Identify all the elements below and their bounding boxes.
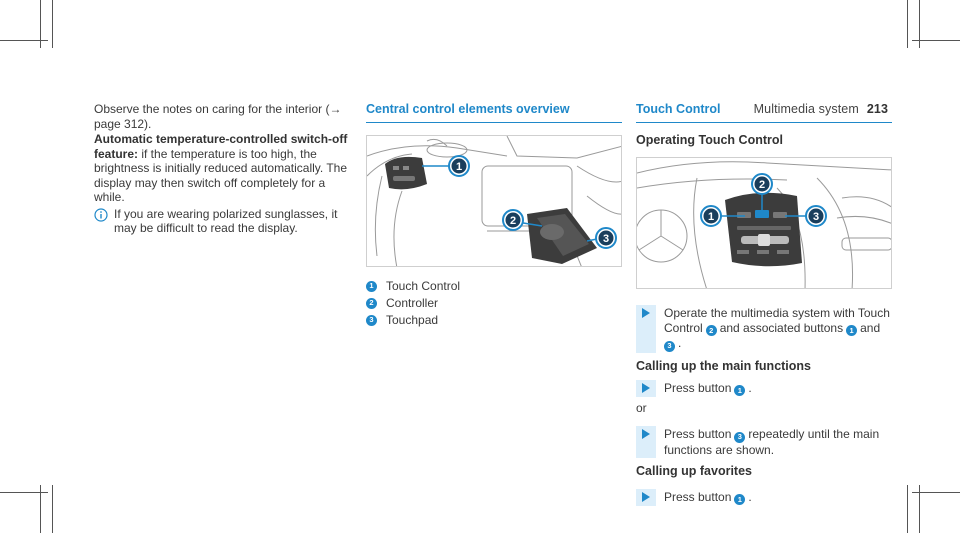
- inline-number: 1: [734, 385, 746, 397]
- intro-text: Observe the notes on caring for the inte…: [94, 102, 342, 131]
- crop-mark: [52, 0, 53, 48]
- inline-number: 1: [734, 494, 746, 506]
- legend-item: 1 Touch Control: [366, 278, 622, 295]
- legend-item: 2 Controller: [366, 295, 622, 312]
- step-text-part: Press button: [664, 489, 732, 504]
- crop-mark: [0, 492, 48, 493]
- crop-mark: [0, 40, 48, 41]
- crop-mark: [40, 485, 41, 533]
- crop-mark: [907, 0, 908, 48]
- header-section: Multimedia system: [753, 102, 859, 116]
- figure-central-controls: 1 2 3: [366, 134, 622, 267]
- legend-number: 3: [366, 314, 377, 326]
- step-bar: [636, 305, 656, 353]
- legend-label: Controller: [386, 295, 439, 310]
- step-text-part: .: [748, 489, 752, 504]
- legend-label: Touchpad: [386, 312, 439, 327]
- step-text-part: Operate the multimedia system with Touch…: [664, 306, 890, 335]
- step-text-part: and: [860, 320, 881, 335]
- section-title-overview: Central control elements overview: [366, 102, 622, 123]
- section-title-touch-control: Touch Control: [636, 102, 892, 123]
- auto-switch-off-text: if the temperature is too high, the brig…: [94, 146, 348, 205]
- central-controls-illustration: 1 2 3: [367, 135, 621, 266]
- figure-touch-control: 1 2 3: [636, 157, 892, 289]
- legend-list: 1 Touch Control 2 Controller 3 Touchpad: [366, 278, 622, 329]
- step-text-part: .: [678, 336, 682, 351]
- callout-label: 2: [510, 215, 516, 227]
- crop-mark: [52, 485, 53, 533]
- callout-1: 1: [448, 154, 470, 177]
- legend-number: 2: [366, 297, 377, 309]
- auto-switch-off-label: Automatic temperature-controlled switch-…: [94, 132, 348, 161]
- step-text: Operate the multimedia system with Touch…: [664, 305, 892, 353]
- inline-number: 3: [664, 341, 675, 352]
- crop-mark: [907, 485, 908, 533]
- page-number: 213: [866, 102, 888, 116]
- callout-label: 1: [708, 211, 714, 223]
- step-text-part: repeatedly until the main functions are …: [664, 426, 880, 457]
- crop-mark: [40, 0, 41, 48]
- step-bar: [636, 379, 656, 398]
- note-text: If you are wearing polarized sunglasses,…: [114, 206, 338, 236]
- arrow-right-icon: [642, 428, 650, 439]
- crop-mark: [912, 492, 960, 493]
- callout-label: 1: [456, 161, 462, 173]
- step-bar: [636, 488, 656, 507]
- callout-3: 3: [595, 226, 617, 249]
- subtitle-operating: Operating Touch Control: [636, 132, 783, 147]
- subtitle-main-functions: Calling up the main functions: [636, 359, 811, 373]
- crop-mark: [919, 0, 920, 48]
- column-middle: Central control elements overview: [366, 102, 622, 329]
- column-right: Touch Control Operating Touch Control: [636, 102, 892, 507]
- callout-2: 2: [502, 208, 524, 231]
- callout-label: 2: [759, 179, 765, 191]
- legend-label: Touch Control: [386, 278, 461, 293]
- legend-item: 3 Touchpad: [366, 312, 622, 329]
- inline-number: 1: [846, 325, 858, 337]
- or-text: or: [636, 401, 647, 416]
- crop-mark: [912, 40, 960, 41]
- callout-label: 3: [603, 233, 609, 245]
- step-text-part: .: [748, 380, 752, 395]
- step-bar: [636, 425, 656, 458]
- step-text-part: and associated buttons: [719, 320, 844, 335]
- arrow-right-icon: [642, 491, 650, 502]
- step-operate: Operate the multimedia system with Touch…: [636, 305, 892, 353]
- touch-control-illustration: 1 2 3: [637, 161, 891, 288]
- callout-3: 3: [805, 205, 827, 227]
- arrow-right-icon: [642, 308, 650, 318]
- legend-number: 1: [366, 280, 377, 292]
- callout-1: 1: [700, 205, 722, 227]
- arrow-right-icon: [642, 382, 650, 393]
- running-header: Multimedia system 213: [754, 102, 888, 116]
- column-left: Observe the notes on caring for the inte…: [94, 102, 352, 236]
- callout-label: 3: [813, 211, 819, 223]
- callout-2: 2: [751, 173, 773, 195]
- inline-number: 3: [734, 431, 746, 443]
- subtitle-favorites: Calling up favorites: [636, 464, 752, 478]
- note-polarized: If you are wearing polarized sunglasses,…: [94, 207, 352, 236]
- auto-switch-off-paragraph: Automatic temperature-controlled switch-…: [94, 132, 352, 205]
- inline-number: 2: [705, 325, 717, 337]
- step-text-part: Press button: [664, 426, 732, 441]
- step-text-part: Press button: [664, 380, 732, 395]
- info-circle-icon: [94, 207, 108, 222]
- crop-mark: [919, 485, 920, 533]
